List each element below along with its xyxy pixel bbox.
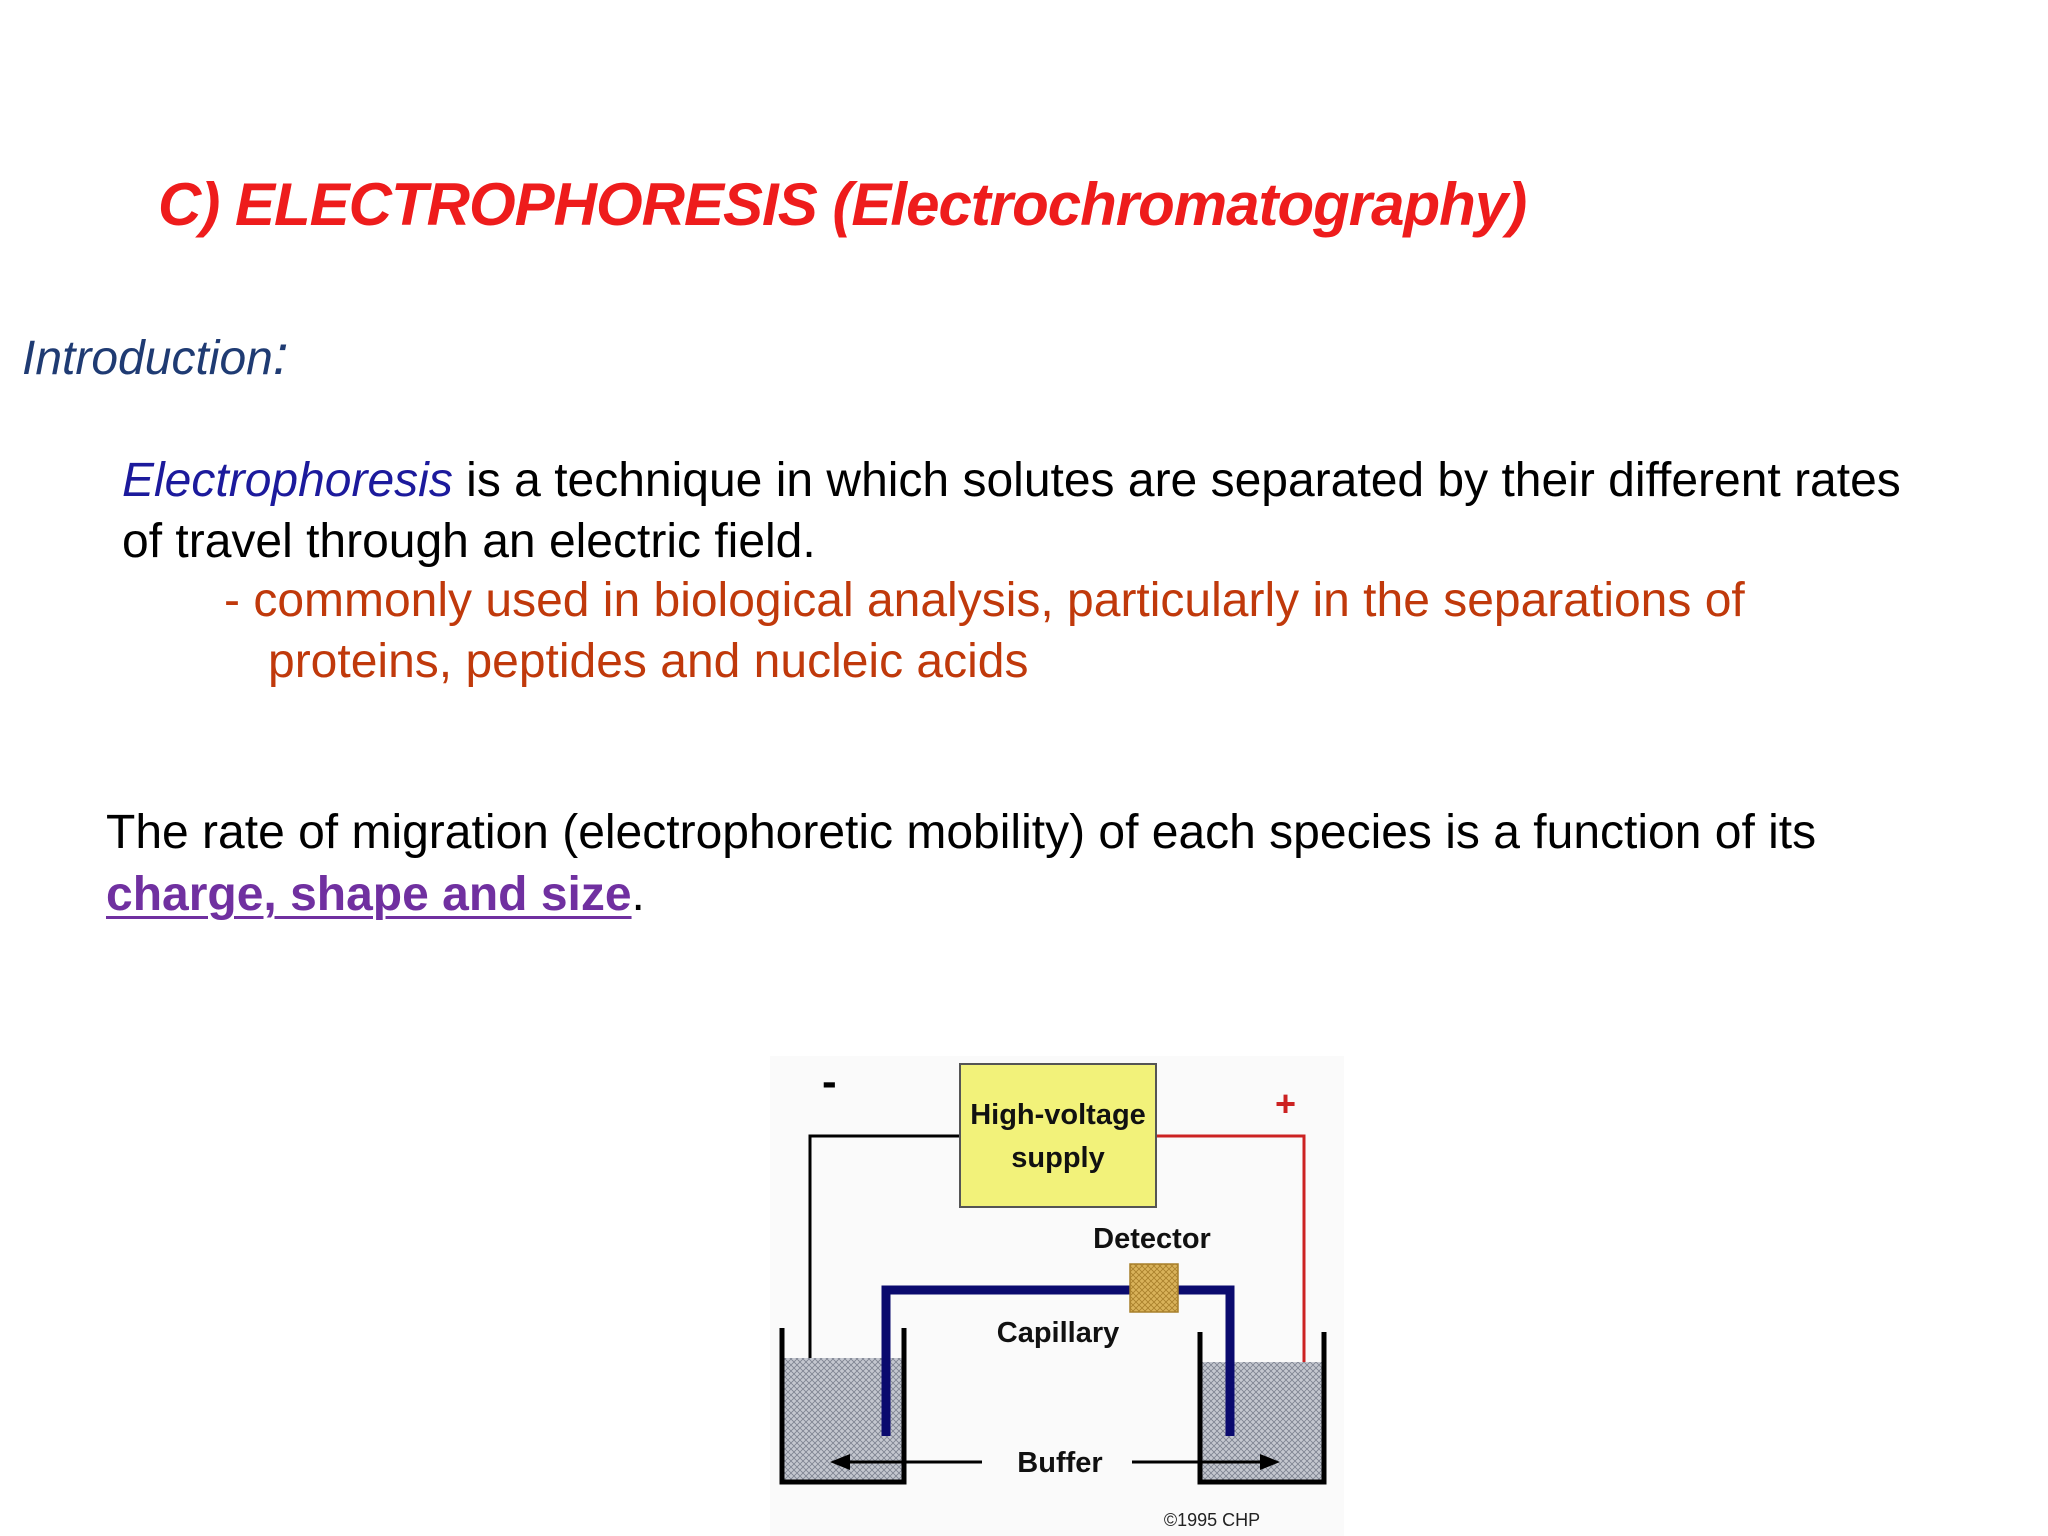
capillary-electrophoresis-diagram: - + High-voltage supply Detector Capilla… (770, 1056, 1344, 1536)
intro-colon: : (272, 323, 289, 386)
capillary-label: Capillary (997, 1317, 1120, 1349)
mobility-line1: The rate of migration (electrophoretic m… (106, 806, 1817, 859)
definition-line2: of travel through an electric field. (122, 515, 816, 568)
left-buffer-vessel (779, 1328, 907, 1485)
left-arrowhead (830, 1454, 850, 1470)
definition-paragraph: Electrophoresis is a technique in which … (122, 450, 1901, 572)
usage-bullet-line1: - commonly used in biological analysis, … (224, 574, 1745, 627)
intro-heading: Introduction: (22, 322, 288, 387)
capillary-tube (881, 1285, 1235, 1436)
detector-box (1129, 1263, 1179, 1313)
supply-label-line2: supply (1011, 1142, 1104, 1174)
electrophoresis-term: Electrophoresis (122, 454, 453, 507)
buffer-label: Buffer (1017, 1447, 1102, 1479)
definition-line1-rest: is a technique in which solutes are sepa… (452, 454, 1901, 507)
plus-sign: + (1275, 1083, 1296, 1124)
negative-wire (808, 1134, 960, 1456)
charge-shape-size-link[interactable]: charge, shape and size (106, 868, 632, 921)
detector-label: Detector (1093, 1223, 1211, 1255)
right-buffer-vessel (1197, 1332, 1327, 1485)
usage-bullet-line2: proteins, peptides and nucleic acids (268, 635, 1029, 688)
usage-bullet: - commonly used in biological analysis, … (224, 570, 1745, 692)
mobility-paragraph: The rate of migration (electrophoretic m… (106, 802, 1816, 926)
copyright-text: ©1995 CHP (1164, 1510, 1260, 1530)
intro-label: Introduction (22, 332, 273, 385)
slide-title: C) ELECTROPHORESIS (Electrochromatograph… (158, 171, 1527, 238)
mobility-period: . (631, 868, 645, 921)
high-voltage-supply-box (959, 1063, 1157, 1208)
minus-sign: - (822, 1057, 837, 1106)
right-arrowhead (1260, 1454, 1280, 1470)
supply-label-line1: High-voltage (970, 1099, 1146, 1131)
positive-wire (1156, 1134, 1306, 1456)
